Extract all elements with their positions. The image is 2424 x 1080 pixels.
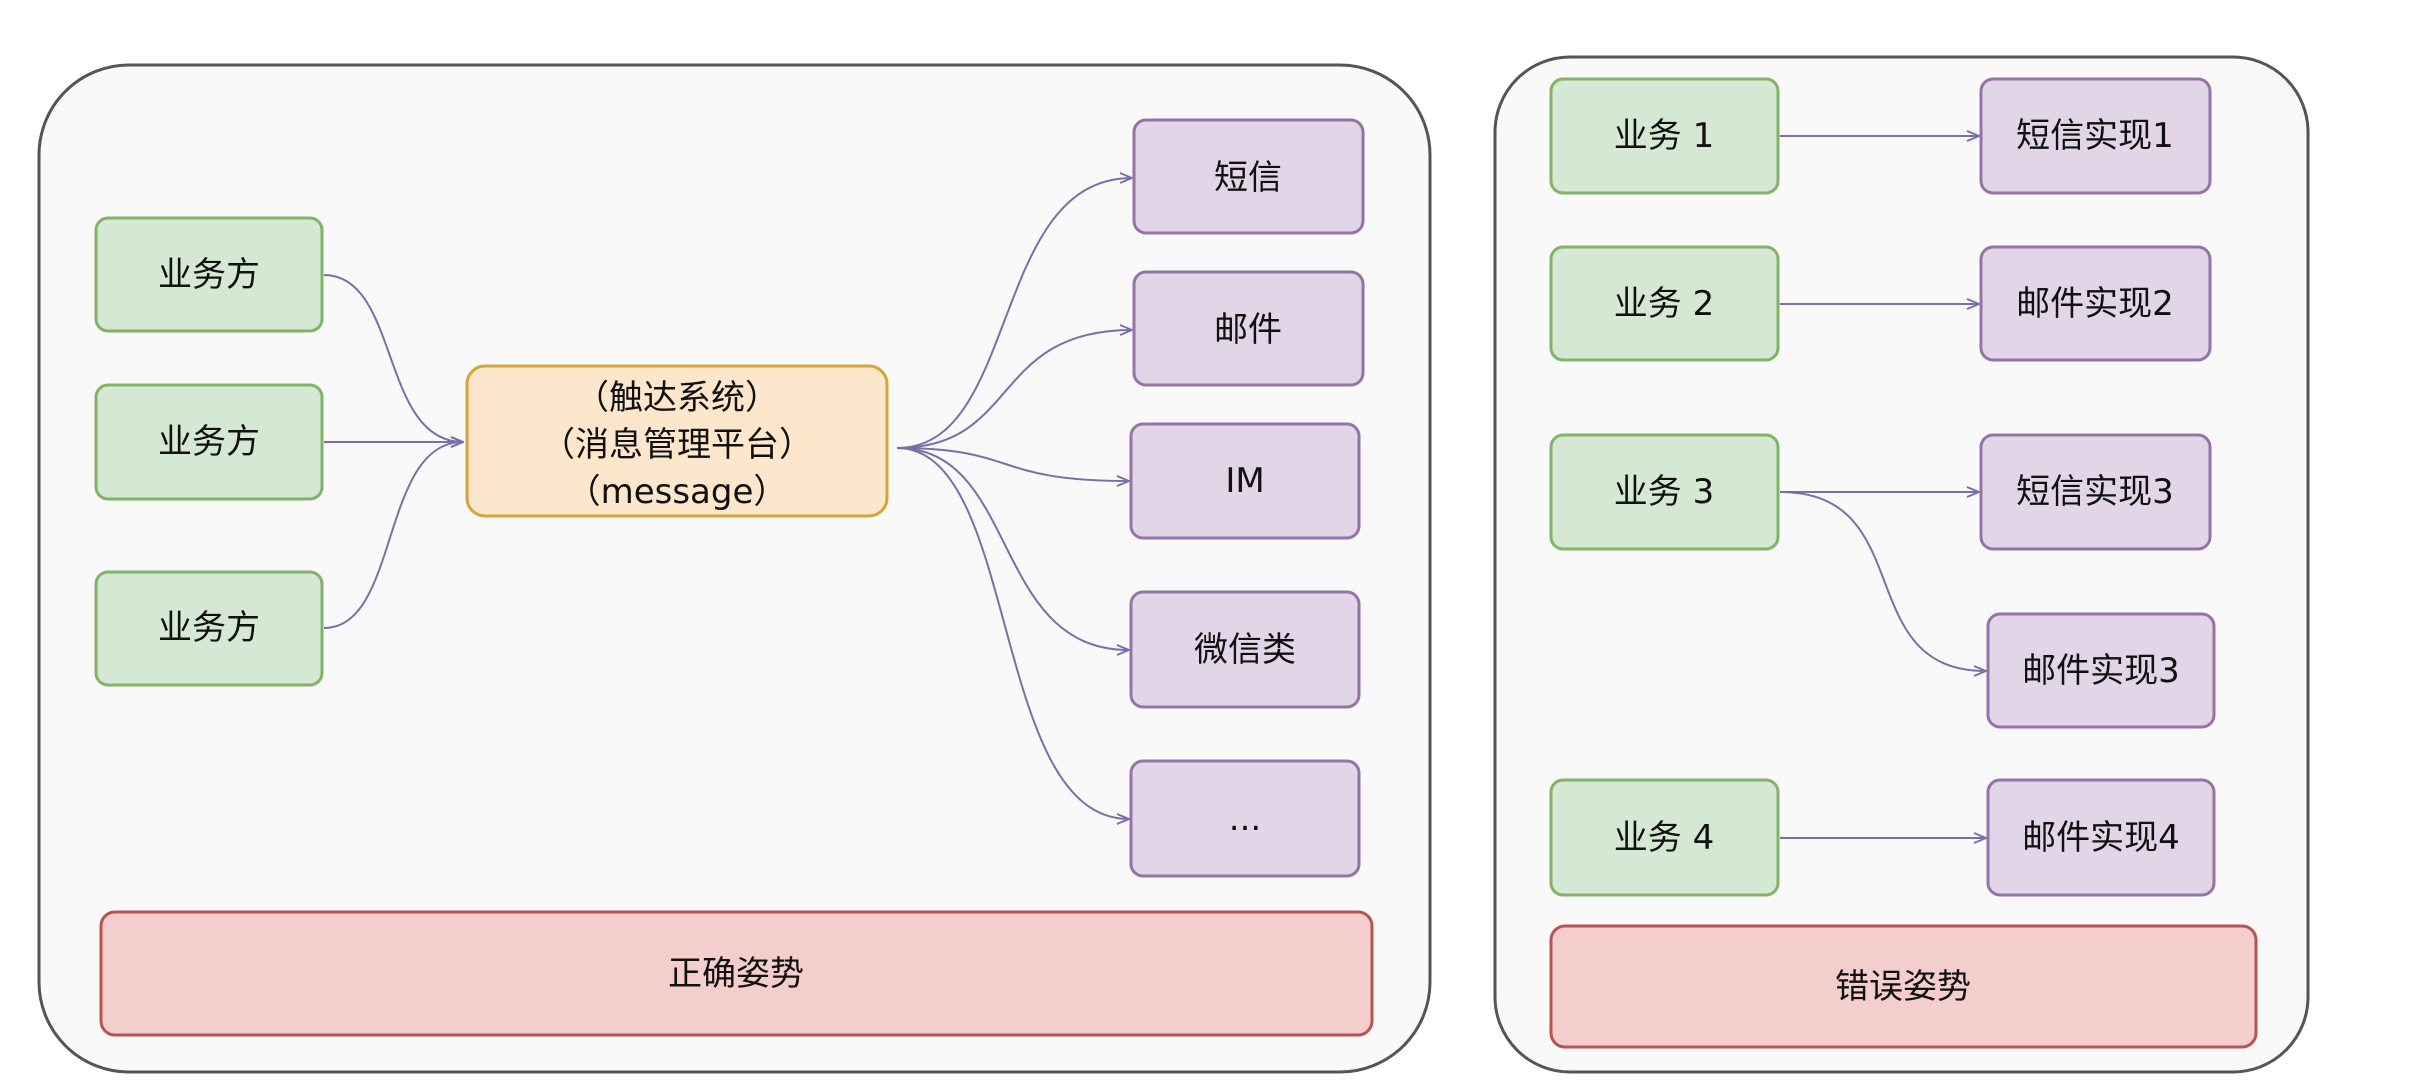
node-label: ... [1229, 799, 1261, 839]
edge [896, 330, 1132, 449]
business-node: 业务 1 [1549, 77, 1780, 195]
edge [896, 447, 1129, 481]
panel-frame [37, 63, 1432, 1074]
node-label: （消息管理平台） [541, 425, 813, 465]
edges-right [1779, 136, 1986, 838]
node-label: 业务 1 [1614, 116, 1714, 156]
node-label: 业务 3 [1614, 472, 1714, 512]
implementation-node: 邮件实现2 [1979, 245, 2212, 362]
node-label: 邮件实现2 [2016, 284, 2174, 324]
target-node: 短信 [1132, 118, 1365, 235]
node-label: 邮件 [1214, 310, 1282, 350]
node-label: 业务 4 [1614, 818, 1714, 858]
caption-correct: 正确姿势 [99, 910, 1374, 1037]
panel-frame [1493, 55, 2310, 1074]
node-label: 业务 2 [1614, 284, 1714, 324]
wrong-approach-panel: 业务 1 业务 2 业务 3 业务 4 短信实现1 邮件实现2 短信实现3 邮件… [1493, 55, 2310, 1074]
edge [896, 447, 1129, 819]
message-platform-node: （触达系统） （消息管理平台） （message） [465, 364, 889, 518]
implementation-node: 短信实现3 [1979, 433, 2212, 551]
business-node: 业务 2 [1549, 245, 1780, 362]
caption-label: 正确姿势 [668, 954, 804, 994]
node-label: 微信类 [1194, 630, 1296, 670]
target-node: IM [1129, 422, 1361, 540]
node-label: IM [1225, 461, 1264, 501]
node-label: 短信 [1214, 158, 1282, 198]
source-node: 业务方 [94, 216, 324, 333]
target-node: 邮件 [1132, 270, 1365, 387]
business-node: 业务 3 [1549, 433, 1780, 551]
implementation-node: 短信实现1 [1979, 77, 2212, 195]
edges-left [323, 178, 1132, 819]
node-label: （message） [567, 472, 788, 512]
edge [323, 274, 463, 442]
implementation-node: 邮件实现4 [1986, 778, 2216, 897]
node-label: （触达系统） [575, 378, 779, 418]
business-node: 业务 4 [1549, 778, 1780, 897]
source-node: 业务方 [94, 383, 324, 501]
target-node: ... [1129, 759, 1361, 878]
correct-approach-panel: 业务方 业务方 业务方 （触达系统） （消息管理平台） （message） 短信… [37, 63, 1432, 1074]
edge [1779, 491, 1986, 671]
node-label: 短信实现3 [2016, 472, 2174, 512]
implementation-node: 邮件实现3 [1986, 612, 2216, 729]
node-label: 短信实现1 [2016, 116, 2174, 156]
node-label: 业务方 [158, 255, 260, 295]
edge [896, 447, 1129, 650]
edge [896, 178, 1132, 449]
caption-label: 错误姿势 [1835, 967, 1971, 1007]
node-label: 业务方 [158, 422, 260, 462]
node-label: 邮件实现4 [2022, 818, 2180, 858]
caption-wrong: 错误姿势 [1549, 924, 2258, 1049]
target-node: 微信类 [1129, 590, 1361, 709]
node-label: 业务方 [158, 608, 260, 648]
edge [323, 442, 463, 629]
node-label: 邮件实现3 [2022, 651, 2180, 691]
source-node: 业务方 [94, 570, 324, 687]
